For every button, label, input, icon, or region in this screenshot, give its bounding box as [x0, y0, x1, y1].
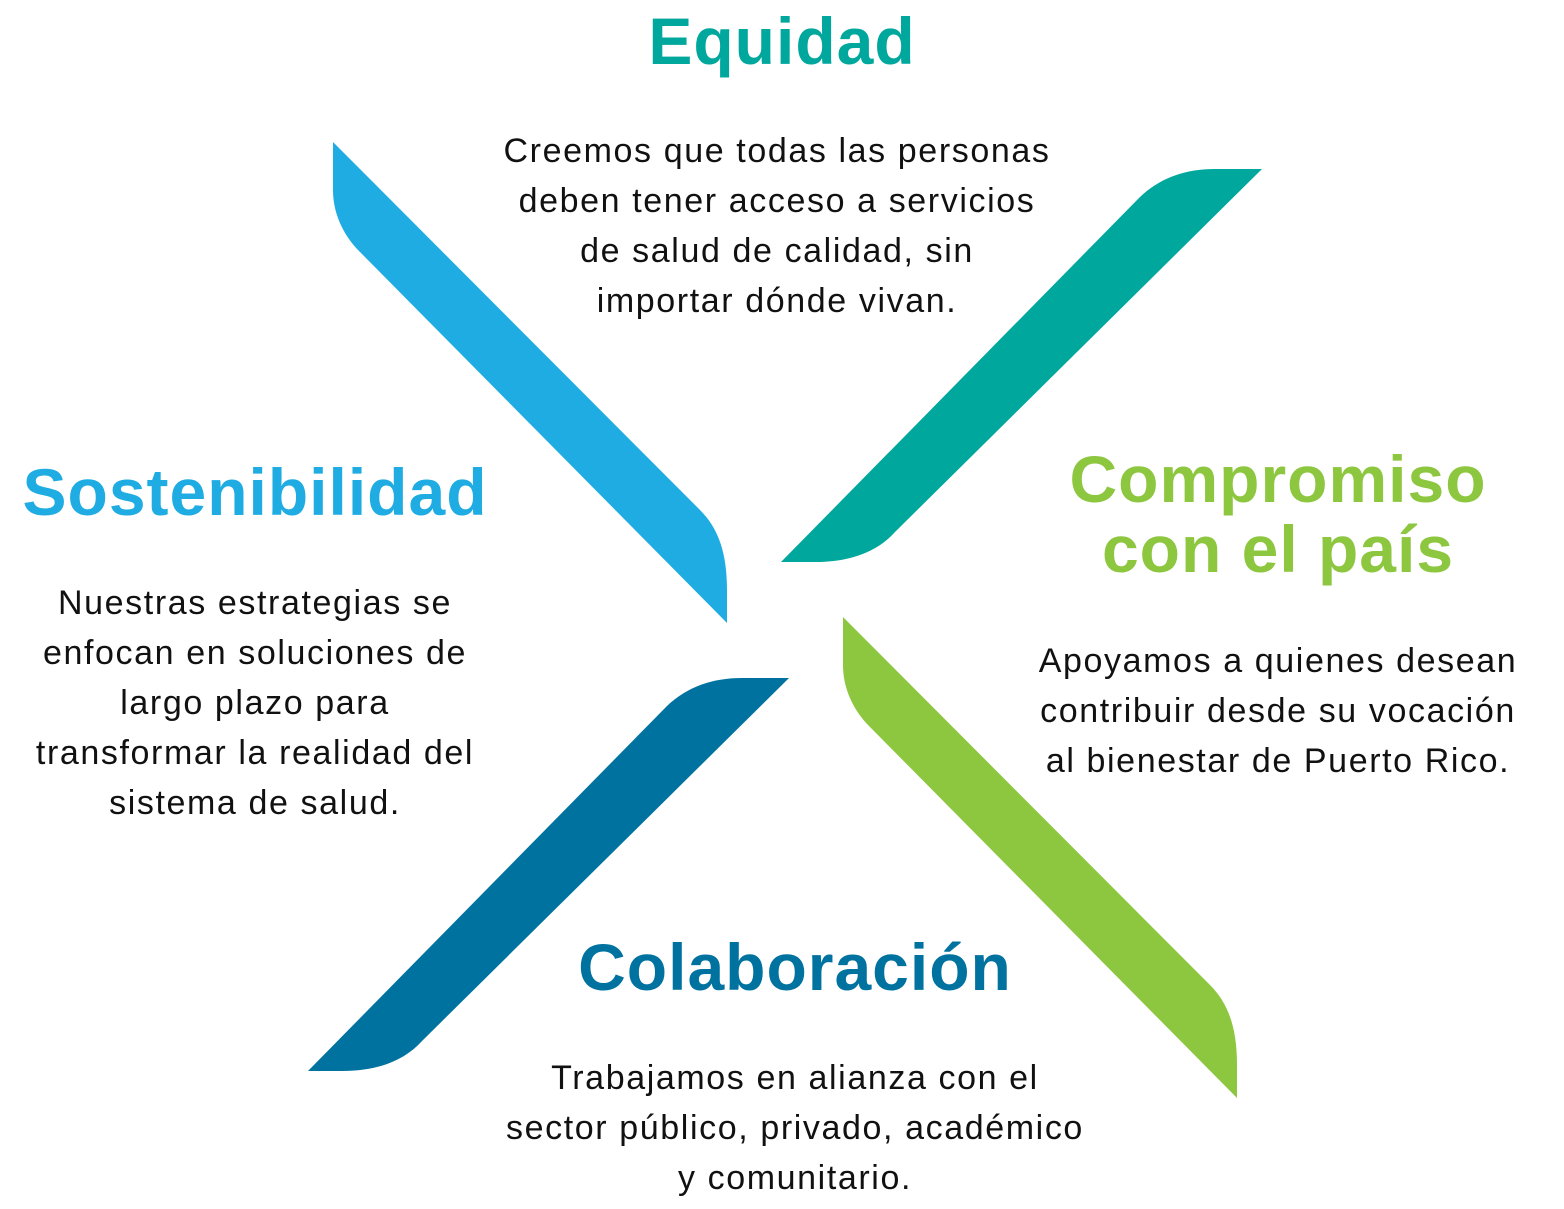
compromiso-leaf-shape — [843, 617, 1237, 1098]
sostenibilidad-title: Sostenibilidad — [22, 455, 488, 529]
title-line: con el país — [1101, 512, 1455, 586]
description-line: Creemos que todas las personas — [503, 132, 1051, 170]
equidad-description: Creemos que todas las personas deben ten… — [504, 126, 1051, 326]
description-line: importar dónde vivan. — [596, 282, 958, 320]
sostenibilidad-description: Nuestras estrategias se enfocan en soluc… — [36, 578, 474, 828]
equidad-title: Equidad — [648, 4, 916, 78]
colaboracion-leaf-shape — [308, 678, 789, 1071]
description-line: deben tener acceso a servicios — [518, 182, 1036, 220]
sostenibilidad-leaf-shape — [333, 142, 727, 623]
description-line: sector público, privado, académico — [506, 1109, 1084, 1147]
equidad-leaf-shape — [781, 169, 1262, 562]
description-line: de salud de calidad, sin — [580, 232, 974, 270]
description-line: Nuestras estrategias se — [58, 584, 452, 622]
description-line: largo plazo para — [120, 684, 390, 722]
description-line: Apoyamos a quienes desean — [1038, 642, 1518, 680]
compromiso-title: Compromiso con el país — [1069, 444, 1486, 584]
description-line: sistema de salud. — [109, 784, 401, 822]
colaboracion-description: Trabajamos en alianza con el sector públ… — [506, 1053, 1084, 1203]
description-line: transformar la realidad del — [35, 734, 475, 772]
description-line: al bienestar de Puerto Rico. — [1045, 742, 1511, 780]
title-line: Compromiso — [1069, 442, 1487, 516]
description-line: Trabajamos en alianza con el — [551, 1059, 1039, 1097]
compromiso-description: Apoyamos a quienes desean contribuir des… — [1039, 636, 1518, 786]
description-line: enfocan en soluciones de — [42, 634, 468, 672]
colaboracion-title: Colaboración — [578, 930, 1012, 1004]
description-line: y comunitario. — [677, 1159, 913, 1197]
description-line: contribuir desde su vocación — [1040, 692, 1516, 730]
